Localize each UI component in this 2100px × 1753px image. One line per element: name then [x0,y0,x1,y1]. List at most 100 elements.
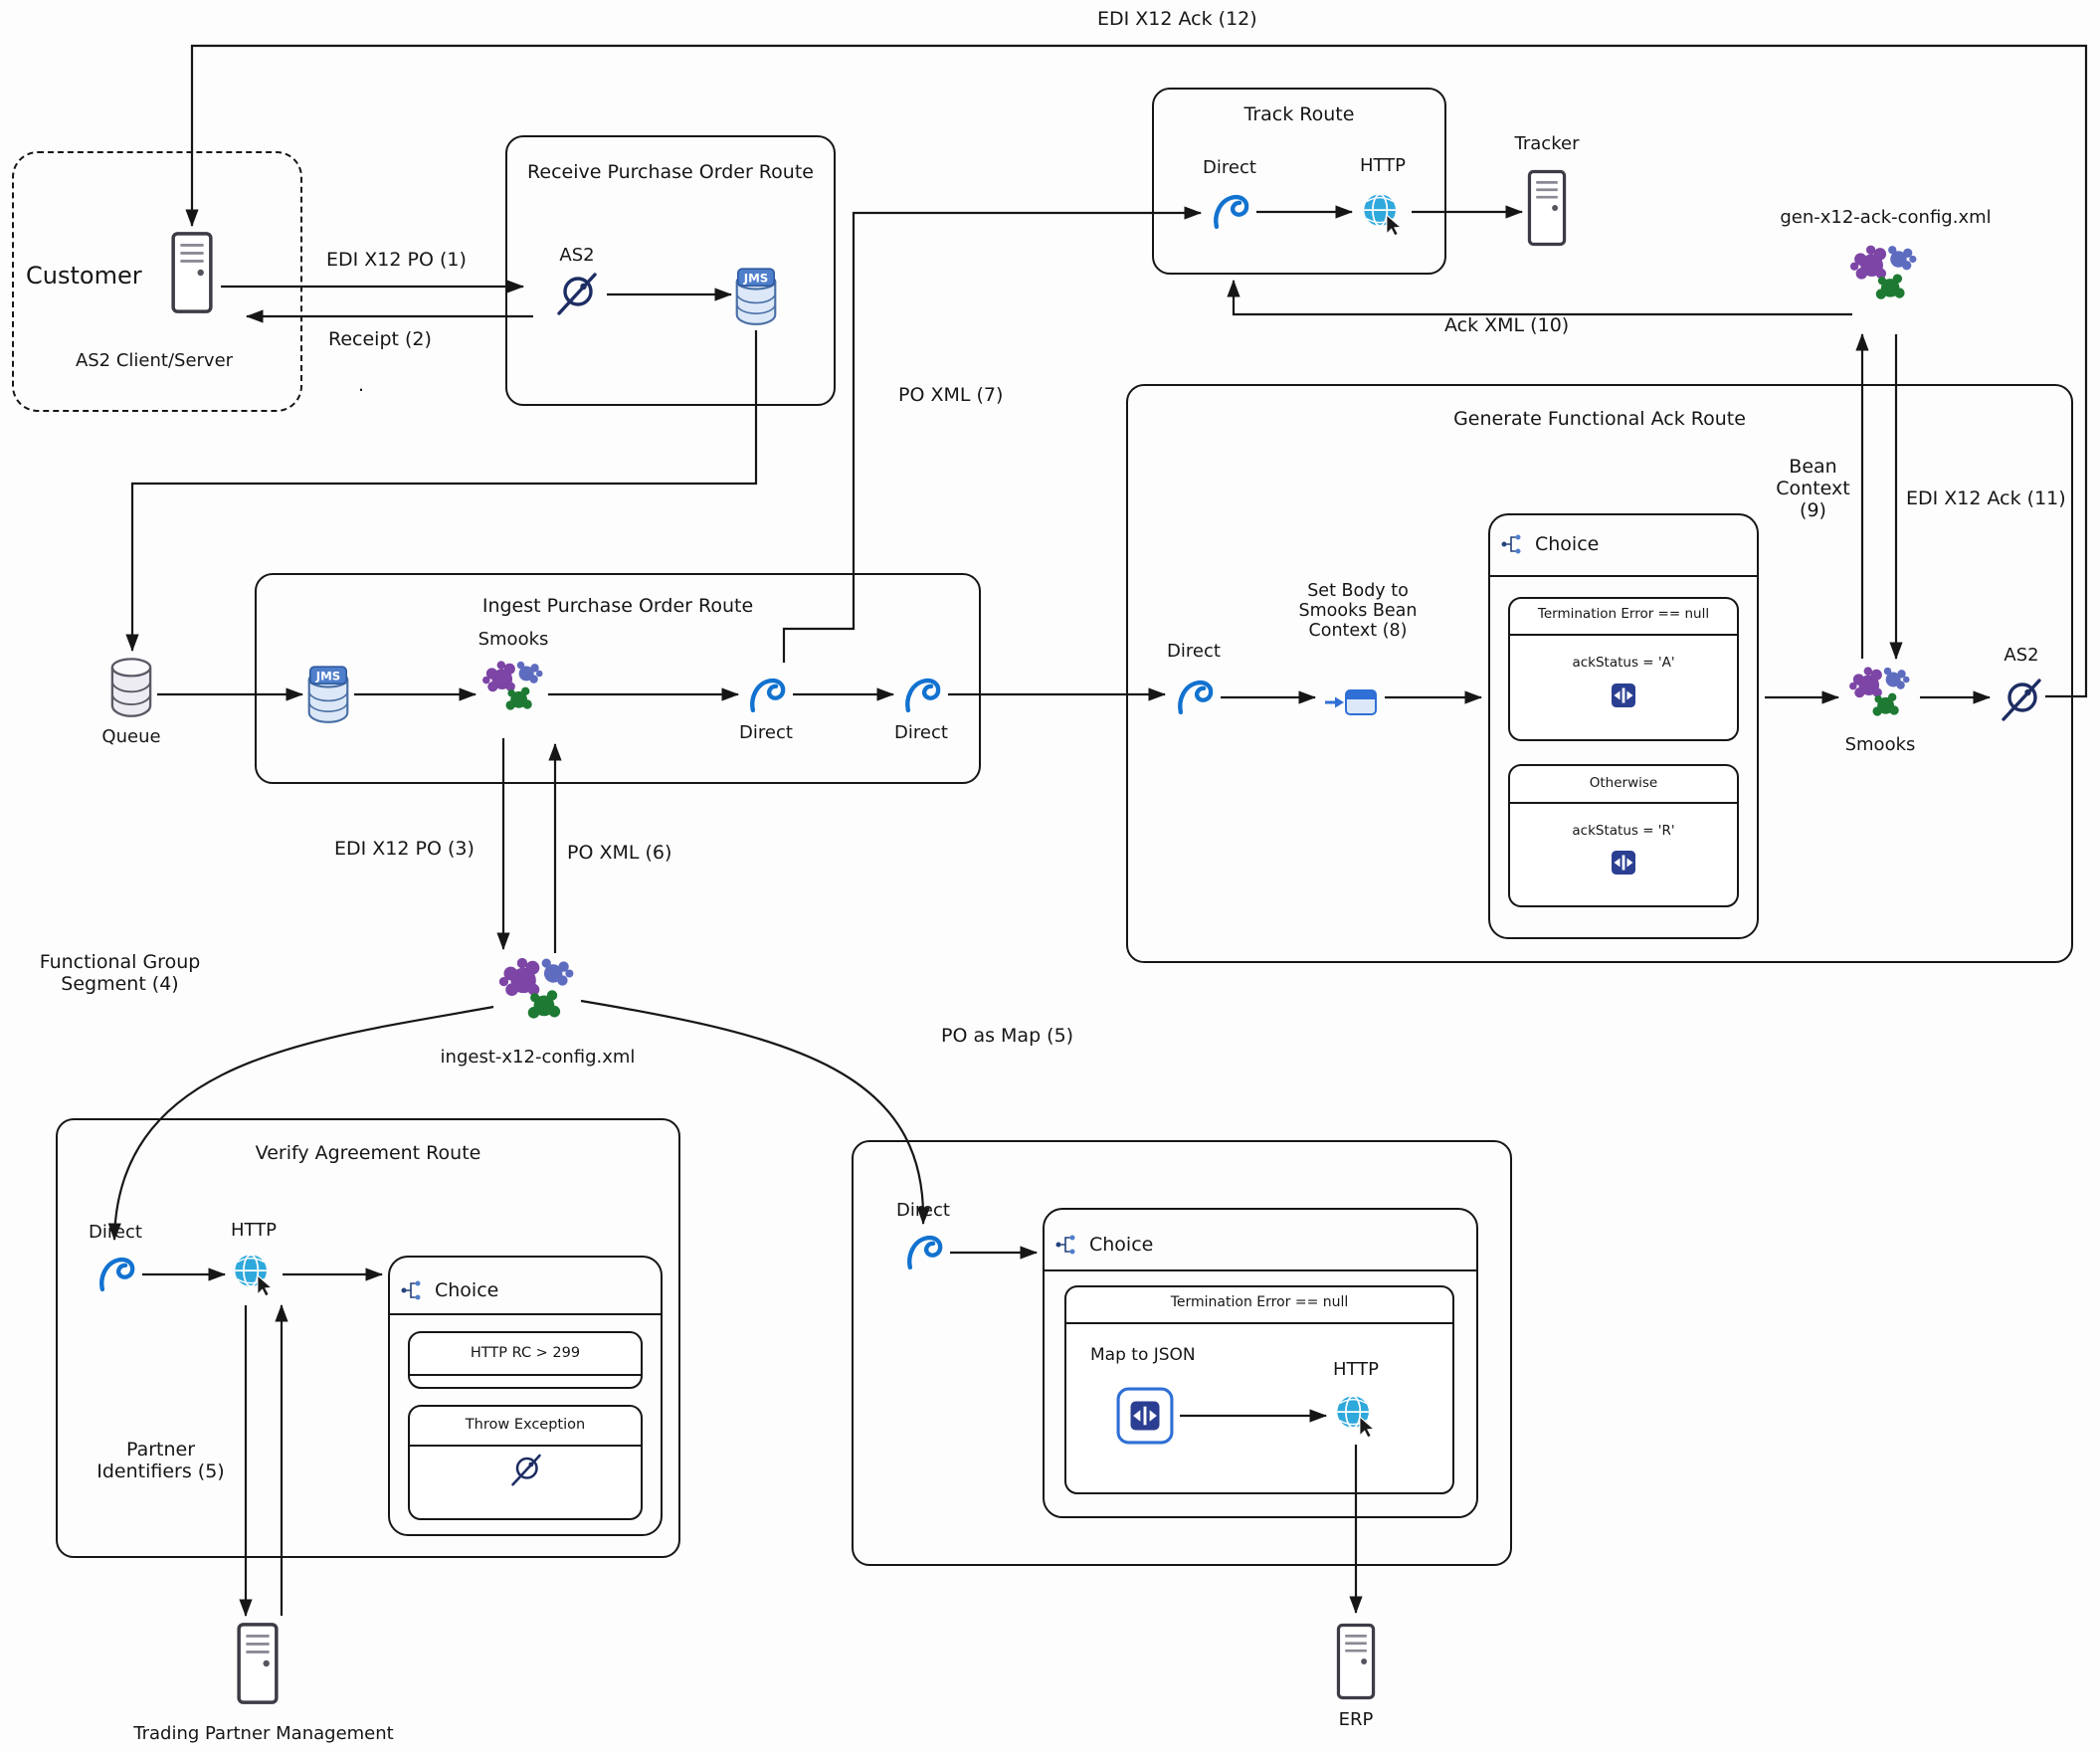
customer-subtitle: AS2 Client/Server [75,350,234,371]
gen-otherwise-transform-icon [1611,850,1636,876]
generate-ack-route-title: Generate Functional Ack Route [1453,408,1746,430]
customer-title: Customer [26,262,142,290]
tracker-server-icon [1520,167,1574,249]
set-body-label: Set Body to Smooks Bean Context (8) [1298,581,1418,641]
gen-when-box [1508,597,1739,741]
ingest-smooks-label: Smooks [477,629,549,650]
gen-as2-label: AS2 [2004,645,2039,666]
gen-choice-divider [1488,575,1759,577]
throw-exception-icon [508,1453,544,1488]
verify-http-globe-icon [231,1252,277,1297]
map-choice-box [1043,1208,1478,1518]
ingest-config-smooks-icon [495,955,579,1029]
receive-as2-label: AS2 [559,245,595,266]
tpm-server-icon [229,1620,286,1707]
stray-dot: . [358,374,365,396]
gen-when-body: ackStatus = 'A' [1572,655,1675,671]
tpm-label: Trading Partner Management [133,1723,394,1744]
map-when-title: Termination Error == null [1170,1294,1349,1310]
edge-ack-xml-10 [1227,279,1852,316]
ingest-route-title: Ingest Purchase Order Route [481,595,754,617]
edge-functional-group-segment-4 [107,1005,494,1242]
gen-when-divider [1508,634,1739,636]
generate-ack-route-box: Generate Functional Ack Route [1126,384,2073,963]
gen-direct-camel-icon [1173,677,1215,718]
edge-label-edi-x12-ack-12: EDI X12 Ack (12) [1097,8,1257,30]
track-route-title: Track Route [1243,103,1355,125]
queue-label: Queue [101,726,161,747]
verify-direct-camel-icon [95,1254,136,1295]
map-choice-header: Choice [1054,1232,1153,1258]
choice-icon [1500,531,1526,557]
verify-throw-divider [408,1445,643,1447]
track-route-box: Track Route [1152,88,1446,275]
edge-edi-x12-ack-12 [185,44,2088,698]
verify-choice-header: Choice [400,1277,498,1303]
edge-jms-to-queue [125,330,758,653]
gen-choice-label: Choice [1535,533,1600,555]
gen-otherwise-body: ackStatus = 'R' [1572,823,1675,839]
gen-when-title: Termination Error == null [1537,606,1710,622]
erp-server-icon [1329,1620,1383,1703]
track-direct-camel-icon [1209,191,1250,233]
verify-choice-label: Choice [435,1279,499,1301]
map-direct-camel-icon [902,1232,944,1273]
ingest-smooks-icon [479,659,547,718]
edge-label-edi-x12-po-1: EDI X12 PO (1) [326,249,467,271]
map-choice-divider [1043,1269,1478,1271]
track-http-label: HTTP [1359,155,1407,176]
erp-label: ERP [1338,1709,1374,1730]
ingest-route-box: Ingest Purchase Order Route [255,573,981,784]
choice-icon [1054,1232,1080,1258]
receive-as2-icon [553,271,601,318]
edge-label-functional-group-segment-4: Functional Group Segment (4) [39,951,201,995]
verify-direct-label: Direct [89,1222,142,1243]
verify-route-title: Verify Agreement Route [255,1142,481,1164]
map-to-json-label: Map to JSON [1090,1345,1196,1365]
verify-choice-divider [388,1313,663,1315]
map-choice-label: Choice [1089,1234,1154,1256]
gen-config-label: gen-x12-ack-config.xml [1780,207,1992,228]
edge-label-bean-context-9: Bean Context (9) [1776,456,1850,521]
gen-otherwise-box [1508,764,1739,907]
ingest-config-label: ingest-x12-config.xml [440,1047,636,1068]
map-http-label: HTTP [1332,1359,1380,1380]
gen-as2-icon [1998,677,2045,724]
ingest-jms-badge: JMS [315,670,341,683]
receive-jms-badge: JMS [743,272,769,286]
edge-po-xml-7 [782,206,1203,663]
map-to-json-icon [1116,1387,1174,1445]
edge-label-edi-x12-po-3: EDI X12 PO (3) [334,838,475,860]
gen-choice-box [1488,513,1759,939]
track-direct-label: Direct [1203,157,1256,178]
receive-route-box: Receive Purchase Order Route [505,135,836,406]
verify-when-title: HTTP RC > 299 [470,1345,581,1361]
customer-group-box [12,151,302,412]
verify-when-box [408,1331,643,1389]
verify-throw-box [408,1405,643,1520]
gen-otherwise-title: Otherwise [1589,775,1658,791]
map-http-globe-icon [1333,1393,1379,1439]
ingest-jms-icon: JMS [298,665,358,724]
map-when-divider [1064,1322,1454,1324]
ingest-direct1-camel-icon [745,675,787,716]
verify-when-divider [408,1374,643,1376]
queue-cylinder-icon [101,653,161,720]
set-body-icon [1323,682,1379,722]
gen-smooks-icon [1846,665,1914,724]
customer-server-icon [163,229,221,316]
ingest-direct1-label: Direct [739,722,793,743]
verify-http-label: HTTP [230,1220,278,1241]
choice-icon [400,1277,426,1303]
verify-choice-box [388,1256,663,1536]
edge-label-po-xml-6: PO XML (6) [567,842,672,864]
receive-route-title: Receive Purchase Order Route [527,161,814,183]
edge-label-partner-identifiers-5: Partner Identifiers (5) [96,1439,225,1482]
ingest-direct2-camel-icon [900,675,942,716]
map-direct-label: Direct [896,1200,950,1221]
gen-smooks-label: Smooks [1844,734,1916,755]
ingest-direct2-label: Direct [894,722,948,743]
edge-label-po-as-map-5: PO as Map (5) [941,1025,1074,1047]
